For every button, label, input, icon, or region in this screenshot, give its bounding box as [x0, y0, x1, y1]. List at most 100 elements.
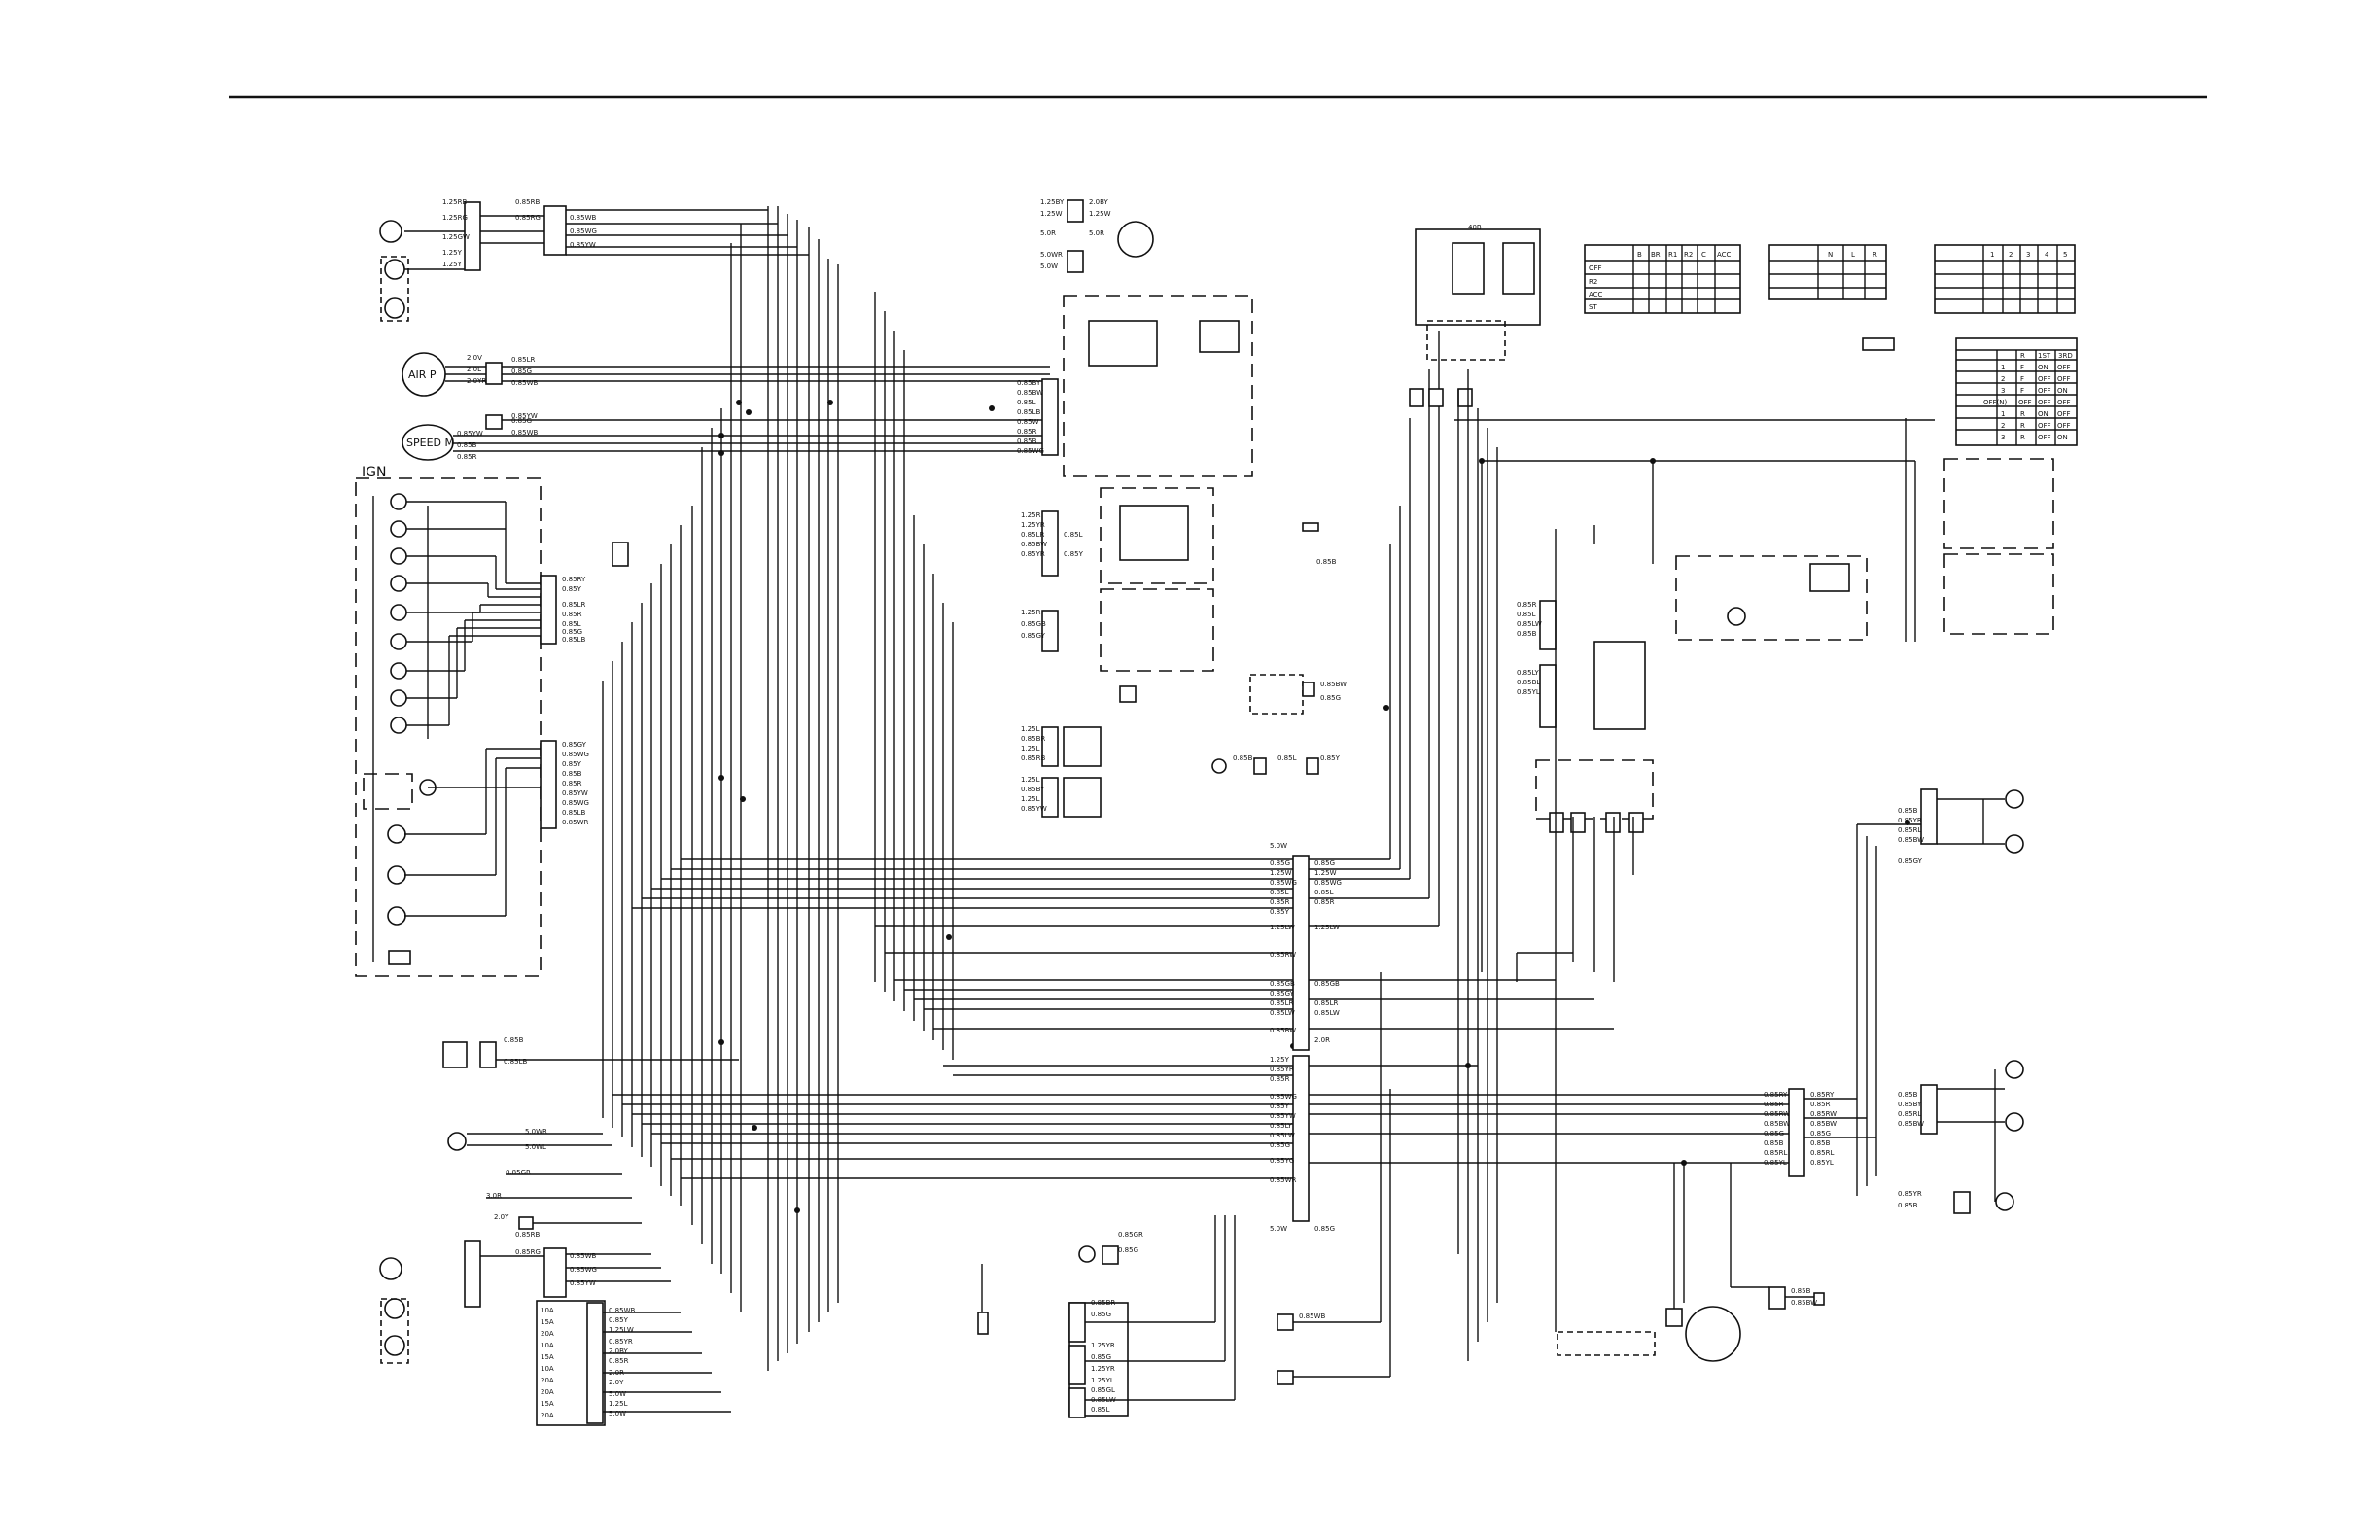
wire-label: 0.85Y	[609, 1316, 629, 1324]
wire-label: 0.85L	[1091, 1406, 1110, 1414]
wire-label: 0.85YW	[1021, 805, 1047, 813]
wire-label: 2.0BY	[609, 1348, 629, 1355]
wire-label: 0.85LB	[562, 809, 585, 817]
relay-b1	[1119, 505, 1189, 561]
wire-label: 0.85GB	[1021, 620, 1046, 628]
wire-label: 0.85BW	[1021, 541, 1047, 548]
table-header: R2	[1684, 251, 1693, 259]
wire-label: 0.85RG	[515, 1248, 541, 1256]
wire-label: 1.25L	[1021, 745, 1040, 752]
wire-label: 0.85GY	[1021, 632, 1046, 640]
wire-label: 0.85B	[562, 770, 582, 778]
wire-label: 2.0Y	[494, 1213, 509, 1221]
wire-label: 0.85L	[562, 620, 581, 628]
sensor-connector-b	[1253, 757, 1267, 775]
table-cell: 3	[2001, 434, 2005, 441]
table-header: R	[2020, 352, 2025, 360]
wire-label: 0.85G	[511, 417, 532, 425]
wire-label: 1.25BY	[1040, 198, 1065, 206]
table-header: 5	[2063, 251, 2067, 259]
wire-label: 0.85B	[504, 1036, 524, 1044]
wire-label: 5.0W	[609, 1410, 626, 1418]
wire-label: 1.25L	[1021, 776, 1040, 784]
table-header: BR	[1651, 251, 1661, 259]
wire-label: 0.85BY	[1017, 379, 1041, 387]
main-connector-feeds	[612, 331, 1789, 1179]
table-cell: ON	[2038, 410, 2048, 418]
wire-label: 0.85R	[1270, 898, 1290, 906]
wire-label: 0.85B	[1517, 630, 1537, 638]
ign-connector-a	[540, 575, 557, 645]
main-connector-lower	[1292, 1055, 1310, 1222]
wire-label: 1.25L	[1021, 795, 1040, 803]
wire-label: 2.0V	[467, 354, 482, 362]
wire-label: 0.85GB	[1314, 980, 1340, 988]
table-cell: OFF	[2038, 399, 2051, 406]
wire-label: 0.85RG	[515, 214, 541, 222]
wire-label: 0.85G	[1118, 1246, 1138, 1254]
wire-label: 5.0R	[1089, 229, 1104, 237]
wire-label: 0.85RY	[562, 576, 586, 583]
fuse-rating: 15A	[541, 1318, 554, 1326]
wire-label: 0.85LR	[562, 601, 585, 609]
wire-label: 0.85L	[1017, 399, 1036, 406]
wire-label: 2.0BY	[1089, 198, 1109, 206]
table-header: C	[1701, 251, 1706, 259]
wire-label: 0.85G	[1270, 1141, 1290, 1149]
wire-label: 0.85LR	[511, 356, 535, 364]
wire-label: 0.85R	[457, 453, 477, 461]
wire-label: 0.85YW	[562, 789, 588, 797]
wire-label: 0.85R	[1270, 1075, 1290, 1083]
wire-label: 0.85L	[1314, 889, 1334, 896]
wire-label: 0.85BW	[1017, 389, 1043, 397]
wire-label: 0.85G	[1091, 1311, 1111, 1318]
table-cell: R	[2020, 422, 2025, 430]
table-header: N	[1828, 251, 1833, 259]
wire-label: 0.85BW	[1791, 1299, 1817, 1307]
wire-label: 0.85W	[1017, 418, 1039, 426]
wire-label: 0.85RW	[1270, 951, 1296, 959]
wire-label: 0.85WB	[570, 1252, 597, 1260]
wire-label: 0.85LW	[1517, 620, 1542, 628]
table-cell: F	[2020, 375, 2024, 383]
table-cell: OFF	[2057, 399, 2071, 406]
wire-label: 0.85LW	[1270, 1132, 1295, 1139]
wire-label: 0.85GB	[1270, 980, 1295, 988]
wire-label: 0.85WG	[1017, 447, 1044, 455]
wire-label: 1.25RB	[442, 198, 467, 206]
table-header: L	[1851, 251, 1855, 259]
wire-label: 0.85Y	[1064, 550, 1084, 558]
wire-label: 0.85LR	[1021, 531, 1044, 539]
bottom-center-components	[977, 1245, 1294, 1418]
relay-group-b	[1100, 487, 1214, 584]
wire-label: 0.85B	[1017, 438, 1037, 445]
wire-label: 5.0WL	[525, 1143, 546, 1151]
fuse-rating: 15A	[541, 1400, 554, 1408]
fuse-rating: 20A	[541, 1377, 554, 1384]
wire-label: 0.85YW	[570, 241, 596, 249]
wire-label: 0.85WB	[511, 429, 539, 437]
table-cell: 3	[2001, 387, 2005, 395]
wire-label: 0.85G	[1091, 1353, 1111, 1361]
wire-label: 0.85R	[562, 611, 582, 618]
wire-label: 0.85L	[1270, 889, 1289, 896]
ignition-switch-top	[1067, 199, 1154, 273]
wire-label: 1.25YR	[1021, 521, 1045, 529]
table-row-label: OFF	[1589, 264, 1602, 272]
wire-label: 1.25RG	[442, 214, 468, 222]
relay-c-small	[1119, 685, 1137, 703]
table-header: R1	[1668, 251, 1677, 259]
wire-label: 0.85YG	[1270, 1157, 1294, 1165]
engine-block	[1593, 641, 1646, 730]
fuse-rating: 10A	[541, 1365, 554, 1373]
right-lamp-connector-top	[1920, 788, 1938, 845]
wire-label: 0.85YW	[1270, 1112, 1296, 1120]
wire-label: 0.85R	[562, 780, 582, 788]
wire-label: 1.25YL	[1091, 1377, 1114, 1384]
wire-label: 0.85BW	[1898, 1120, 1924, 1128]
key-switch-table	[1584, 244, 1741, 314]
relay-group-c	[1100, 588, 1214, 672]
wire-label: 1.25L	[609, 1400, 628, 1408]
inline-connector	[1302, 522, 1319, 532]
wire-label: 1.25YR	[1091, 1342, 1115, 1349]
